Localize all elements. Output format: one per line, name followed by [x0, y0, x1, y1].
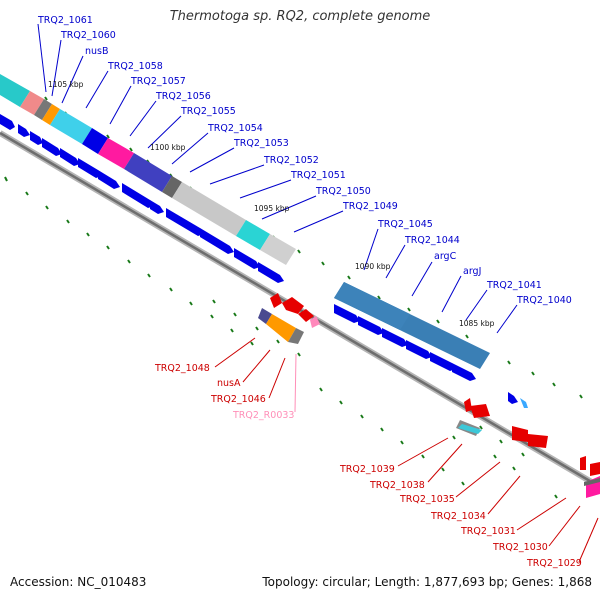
- gene-label: TRQ2_1029: [526, 558, 582, 569]
- forward-band-right: [334, 282, 490, 369]
- gene-label: nusB: [85, 46, 109, 57]
- gene-label: TRQ2_1048: [154, 363, 210, 374]
- gene-label: TRQ2_1051: [290, 170, 346, 181]
- tick-label: 1090 kbp: [355, 262, 391, 271]
- gene-label: TRQ2_1035: [399, 494, 455, 505]
- gene-label: TRQ2_1045: [377, 219, 433, 230]
- reverse-gene-labels: TRQ2_1048 nusA TRQ2_1046 TRQ2_R0033 TRQ2…: [154, 363, 582, 569]
- gene-label: TRQ2_R0033: [232, 410, 294, 421]
- tick-label: 1095 kbp: [254, 204, 290, 213]
- gene-label: TRQ2_1050: [315, 186, 371, 197]
- forward-gene-arrows-right: [334, 304, 528, 408]
- tick-label: 1100 kbp: [150, 143, 186, 152]
- gene-label: TRQ2_1044: [404, 235, 460, 246]
- gene-label: TRQ2_1040: [516, 295, 572, 306]
- gene-label: TRQ2_1061: [37, 15, 93, 26]
- gene-label: TRQ2_1052: [263, 155, 319, 166]
- gene-label: TRQ2_1049: [342, 201, 398, 212]
- gene-label: TRQ2_1030: [492, 542, 548, 553]
- scale-dots: [4, 96, 583, 499]
- gene-label: TRQ2_1039: [339, 464, 395, 475]
- gene-label: TRQ2_1041: [486, 280, 542, 291]
- gene-label: TRQ2_1054: [207, 123, 263, 134]
- forward-band-upper: [0, 74, 296, 265]
- position-ticks: 1105 kbp 1100 kbp 1095 kbp 1090 kbp 1085…: [48, 80, 495, 328]
- tick-label: 1085 kbp: [459, 319, 495, 328]
- reverse-leader-lines: [214, 337, 599, 563]
- gene-label: argJ: [463, 266, 481, 277]
- genome-summary-text: Topology: circular; Length: 1,877,693 bp…: [262, 575, 592, 589]
- gene-label: TRQ2_1034: [430, 511, 486, 522]
- reverse-genes-right: [456, 398, 600, 498]
- gene-label: TRQ2_1038: [369, 480, 425, 491]
- gene-label: TRQ2_1056: [155, 91, 211, 102]
- gene-label: TRQ2_1058: [107, 61, 163, 72]
- gene-label: nusA: [217, 378, 241, 389]
- forward-gene-arrows-upper: [0, 114, 284, 283]
- tick-label: 1105 kbp: [48, 80, 84, 89]
- gene-label: TRQ2_1031: [460, 526, 516, 537]
- gene-label: TRQ2_1053: [233, 138, 289, 149]
- accession-text: Accession: NC_010483: [10, 575, 147, 589]
- gene-label: TRQ2_1057: [130, 76, 186, 87]
- gene-label: TRQ2_1060: [60, 30, 116, 41]
- gene-label: TRQ2_1055: [180, 106, 236, 117]
- genome-title: Thermotoga sp. RQ2, complete genome: [169, 9, 431, 24]
- reverse-cluster-center: [258, 293, 320, 344]
- forward-leader-lines: [37, 23, 518, 334]
- gene-label: argC: [434, 251, 457, 262]
- forward-gene-labels: TRQ2_1061 TRQ2_1060 nusB TRQ2_1058 TRQ2_…: [37, 15, 572, 306]
- gene-label: TRQ2_1046: [210, 394, 266, 405]
